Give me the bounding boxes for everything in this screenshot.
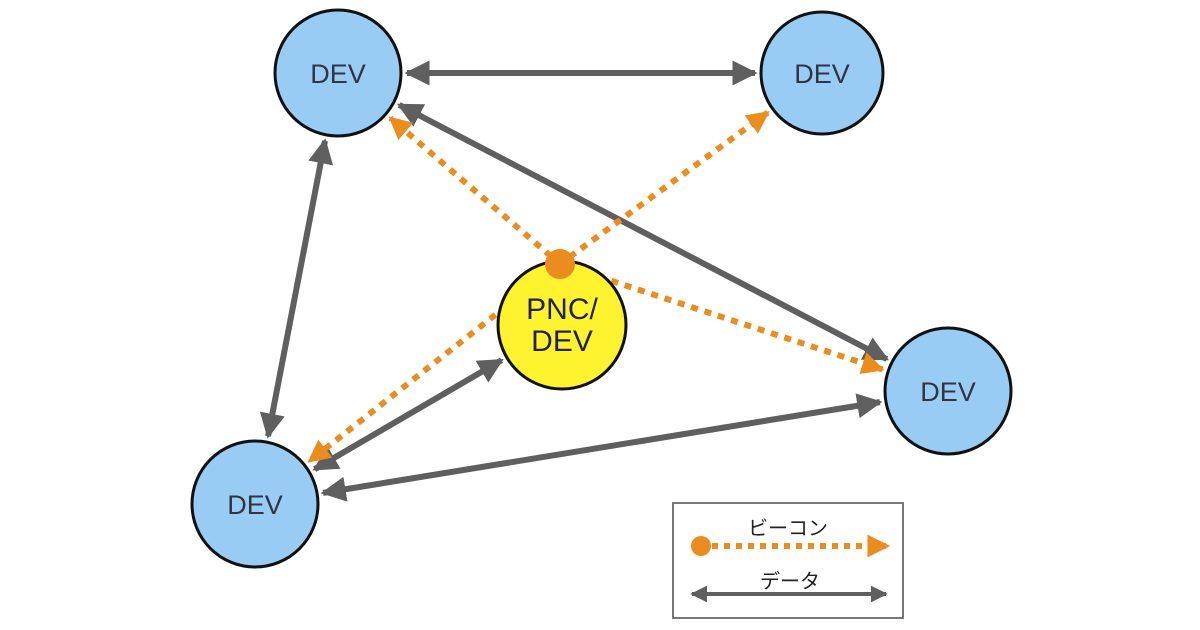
node-label: DEV [227, 490, 283, 520]
legend: ビーコン データ [672, 502, 904, 619]
node-dev-top-left: DEV [273, 8, 403, 138]
node-dev-right: DEV [883, 326, 1013, 456]
node-dev-top-right: DEV [759, 10, 885, 136]
beacon-link-pnc-dev-bottom-left [307, 269, 553, 464]
beacon-link-pnc-dev-top-right [567, 110, 770, 260]
legend-beacon-origin-dot [691, 536, 711, 556]
legend-data-label: データ [760, 569, 820, 593]
node-label: DEV [531, 325, 593, 358]
links-layer [259, 60, 890, 502]
beacon-origin-dot [545, 249, 575, 279]
node-pnc: PNC/DEV [496, 259, 628, 391]
node-label: DEV [794, 59, 850, 89]
data-link-dev-top-left-dev-right [396, 102, 890, 362]
beacon-link-pnc-dev-right [570, 264, 885, 374]
data-link-dev-top-left-dev-bottom-left [259, 138, 334, 439]
node-circle [883, 326, 1013, 456]
data-link-dev-bottom-left-dev-right [320, 393, 883, 502]
data-link-dev-bottom-left-pnc [312, 357, 504, 472]
node-circle [759, 10, 885, 136]
node-dev-bottom-left: DEV [190, 439, 320, 569]
node-circle [190, 439, 320, 569]
legend-beacon-label: ビーコン [748, 516, 828, 540]
beacon-link-pnc-dev-top-left [388, 115, 553, 259]
node-label: DEV [310, 59, 366, 89]
node-circle [273, 8, 403, 138]
node-label: PNC/ [526, 293, 598, 326]
node-label: DEV [920, 377, 976, 407]
